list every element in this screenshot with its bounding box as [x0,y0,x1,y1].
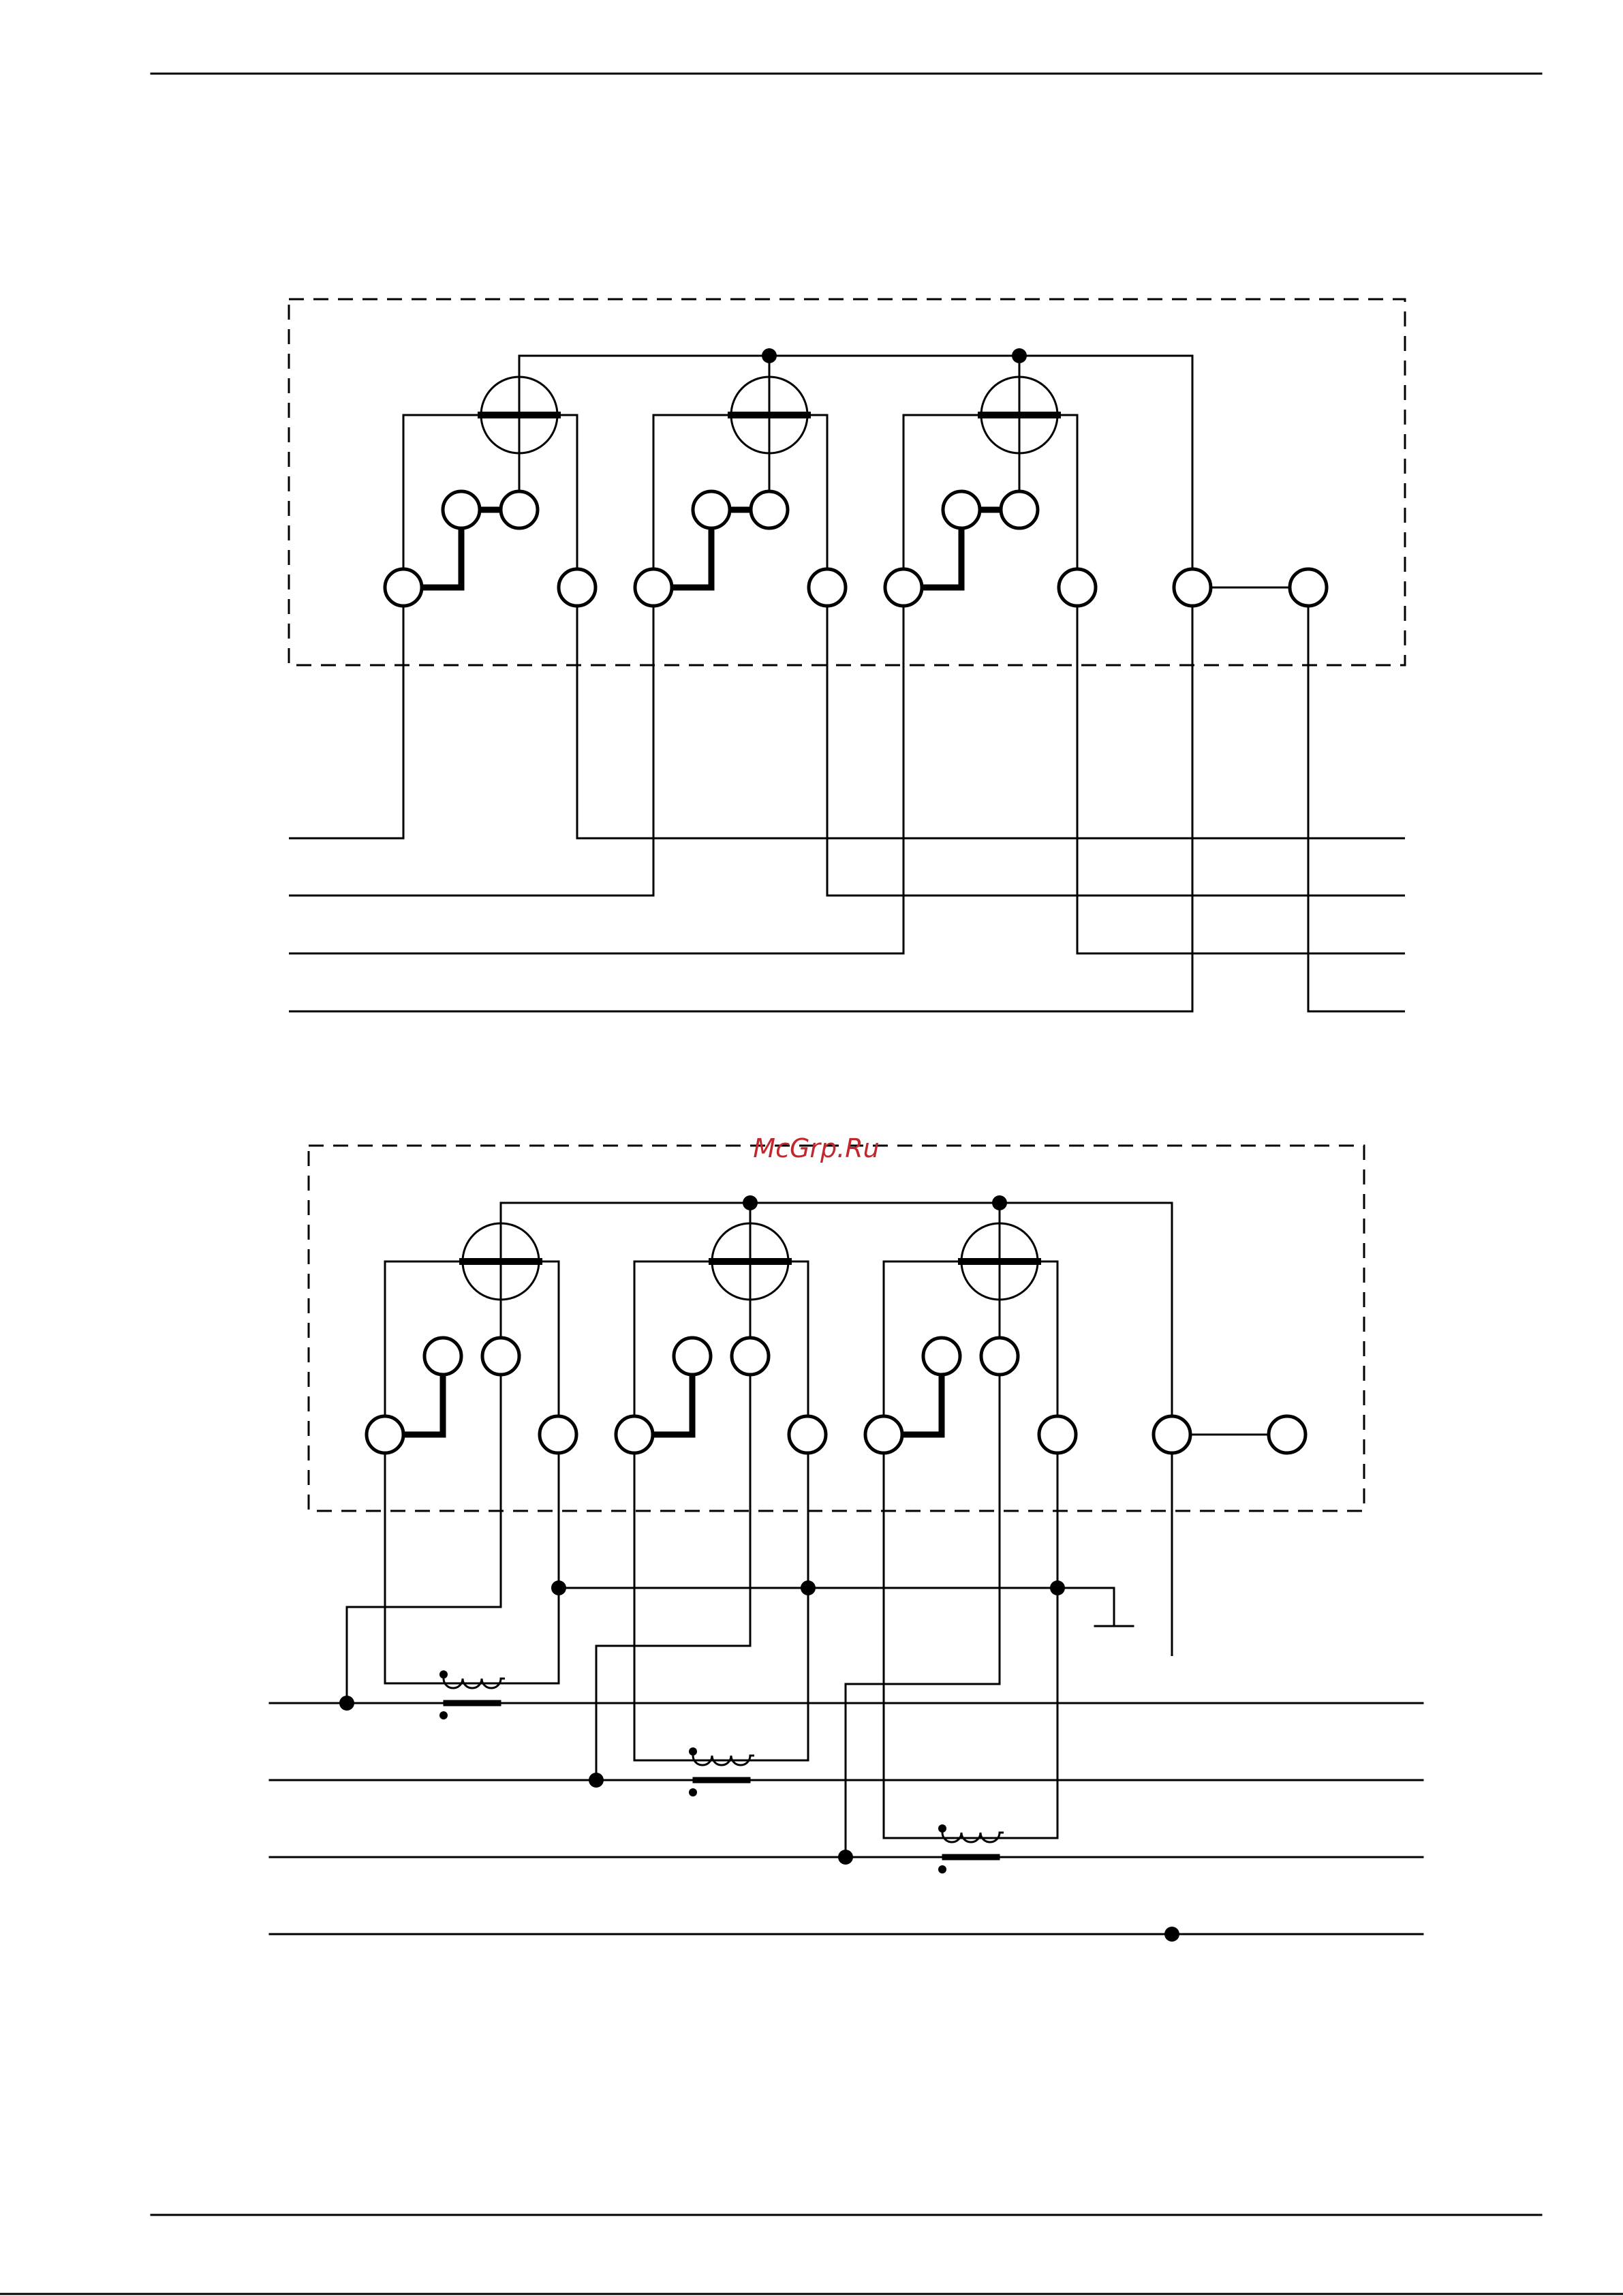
watermark-text: McGrp.Ru [753,1133,879,1163]
line-in-2 [289,587,653,896]
line-in-3 [289,587,903,953]
current-transformer-1-polarity-dot-bottom [439,1711,448,1719]
terminal [1290,569,1327,606]
current-transformer-2-polarity-dot-bottom [689,1788,697,1796]
line-out-1 [577,587,1405,838]
diagram-direct-connection [289,299,1405,1011]
meter-housing-dashed [309,1146,1364,1511]
meter-housing-dashed [289,299,1405,665]
terminal [540,1416,576,1453]
earth-bus [558,1588,1114,1626]
junction-dot [801,1580,816,1595]
neutral-bus [519,356,1192,587]
element-3-ct-secondary-loop [884,1435,1057,1838]
terminal [885,569,922,606]
terminal [693,491,730,528]
terminal [674,1338,711,1375]
terminal [1154,1416,1190,1453]
junction-dot [1050,1580,1065,1595]
current-transformer-1-polarity-dot-top [439,1670,448,1679]
neutral-in [289,587,1192,1011]
element-2-voltage-tap [596,1356,750,1780]
terminal [367,1416,403,1453]
terminal [981,1338,1018,1375]
element-1-voltage-tap [347,1356,501,1703]
current-transformer-3-polarity-dot-bottom [938,1865,946,1873]
junction-dot [1164,1927,1179,1942]
terminal [943,491,980,528]
element-1-ct-secondary-loop [385,1435,559,1683]
terminal [443,491,480,528]
terminal [923,1338,960,1375]
terminal [385,569,422,606]
terminal [809,569,846,606]
neutral-out [1308,587,1405,1011]
diagram-transformer-connection [270,1146,1423,1942]
terminal [865,1416,902,1453]
junction-dot [551,1580,566,1595]
terminal [482,1338,519,1375]
line-out-2 [827,587,1405,896]
terminal [559,569,596,606]
terminal [751,491,788,528]
current-transformer-2-polarity-dot-top [689,1747,697,1756]
current-transformer-3-polarity-dot-top [938,1824,946,1833]
terminal [1174,569,1211,606]
terminal [1269,1416,1305,1453]
terminal [1001,491,1038,528]
terminal [732,1338,769,1375]
terminal [616,1416,653,1453]
terminal [789,1416,826,1453]
terminal [635,569,672,606]
line-in-1 [289,587,403,838]
element-2-ct-secondary-loop [634,1435,808,1760]
terminal [501,491,538,528]
line-out-3 [1077,587,1405,953]
terminal [1059,569,1096,606]
terminal [424,1338,461,1375]
terminal [1039,1416,1076,1453]
